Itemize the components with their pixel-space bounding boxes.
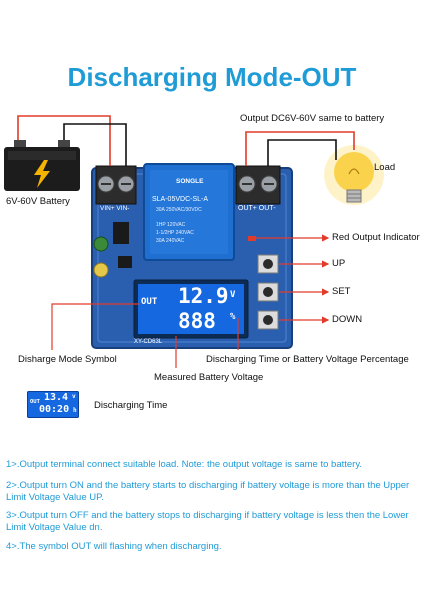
relay-spec-3: 1-1/2HP 240VAC [156,230,194,236]
note-1: 1>.Output terminal connect suitable load… [6,459,363,470]
button-set[interactable] [257,282,279,302]
board-id: XY-CD63L [134,339,163,345]
capacitors [93,222,132,278]
mode-symbol-label: Disharge Mode Symbol [18,354,117,365]
measured-voltage-label: Measured Battery Voltage [154,372,264,383]
button-down[interactable] [257,310,279,330]
mini-lcd-top-unit: v [72,393,76,400]
relay-spec-1: 30A 250VAC/30VDC [156,207,202,213]
relay-spec-4: 30A 240VAC [156,238,185,244]
page-title: Discharging Mode-OUT [67,62,357,92]
battery-label: 6V-60V Battery [6,196,70,207]
mini-lcd-display: OUT 13.4 v 00:20 h [27,391,79,418]
red-indicator-label: Red Output Indicator [332,232,420,243]
input-terminal-label: VIN+ VIN- [100,205,130,212]
battery-icon [4,140,80,191]
relay-brand: SONGLE [176,178,204,185]
output-terminal-block [235,165,281,205]
output-terminal-label: OUT+ OUT- [238,205,276,212]
time-percentage-label: Discharging Time or Battery Voltage Perc… [206,354,409,365]
down-label: DOWN [332,314,363,325]
input-terminal-block [95,165,137,205]
relay-model: SLA-05VDC-SL-A [152,196,209,203]
light-bulb-icon [324,145,384,205]
lcd-mode: OUT [141,297,158,307]
load-label: Load [374,162,396,173]
up-label: UP [332,258,346,269]
wires [17,115,355,166]
note-2: 2>.Output turn ON and the battery starts… [6,480,410,503]
red-output-led [248,236,256,241]
lcd-percent: % [230,312,236,322]
note-4: 4>.The symbol OUT will flashing when dis… [6,541,222,552]
relay-spec-2: 1HP 120VAC [156,222,186,228]
mini-lcd-top: 13.4 [44,392,69,403]
set-label: SET [332,286,351,297]
lcd-voltage-unit: V [230,290,236,300]
mini-lcd-bottom-unit: h [73,407,77,414]
lcd-value2: 888 [178,309,216,333]
discharging-time-label: Discharging Time [94,400,168,411]
lcd-voltage: 12.9 [178,284,229,308]
relay [143,163,235,261]
lcd-display [133,279,249,339]
pointer-lines [51,234,330,368]
output-label: Output DC6V-60V same to battery [240,113,385,124]
mini-lcd-mode: OUT [30,399,40,405]
note-3: 3>.Output turn OFF and the battery stops… [6,510,409,533]
button-up[interactable] [257,254,279,274]
mini-lcd-bottom: 00:20 [39,404,70,415]
